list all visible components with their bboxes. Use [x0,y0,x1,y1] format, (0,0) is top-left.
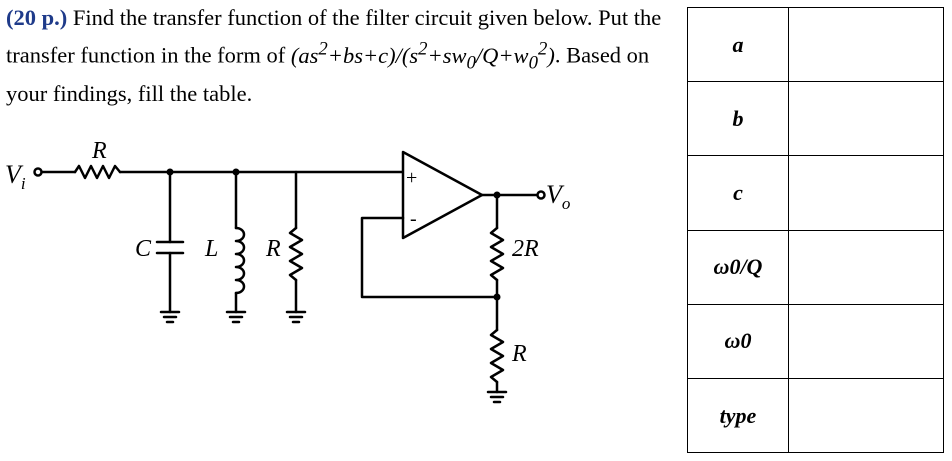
answer-cell-b[interactable] [788,81,944,157]
transfer-function-form: (as2+bs+c)/(s2+sw0/Q+w02) [290,38,555,73]
inductor-coil [234,226,246,295]
vo-label: Vo [546,180,570,213]
answer-cell-a[interactable] [788,6,944,83]
table-row: ω0/Q [687,229,944,305]
ground-symbol-divider [486,390,508,404]
op-amp-plus-label: + [406,167,417,189]
ground-r-label: R [511,341,527,367]
vi-label: Vi [5,160,26,193]
feedback-2r-label: 2R [512,236,539,262]
feedback-resistor-2r [489,226,505,282]
problem-points: (20 p.) [6,5,68,30]
series-resistor [73,164,122,180]
row-label-a: a [687,6,789,83]
op-amp-triangle [401,150,484,240]
series-r-label: R [91,138,107,164]
capacitor-label: C [135,236,152,262]
ground-symbol-l [225,310,247,324]
row-label-w0: ω0 [687,303,789,379]
inductor-label: L [204,236,218,262]
answer-table: a b c ω0/Q ω0 type [687,6,944,454]
shunt-resistor [288,226,304,282]
problem-statement: (20 p.) Find the transfer function of th… [6,2,666,109]
filter-circuit-diagram: Vi Vo R C L R 2R R + - [5,138,570,404]
ground-resistor-r [489,328,505,384]
op-amp-minus-label: - [410,208,417,230]
table-row: b [687,81,944,157]
answer-cell-w0[interactable] [788,303,944,379]
table-row: a [687,6,944,83]
answer-cell-w0-over-q[interactable] [788,229,944,305]
ground-symbol-c [159,310,181,324]
shunt-r-label: R [265,236,281,262]
row-label-c: c [687,155,789,231]
problem-text-part-2: . Based on your findings, fill the table… [6,42,650,107]
vi-terminal [33,167,43,177]
row-label-type: type [687,377,789,454]
vo-terminal [536,190,546,200]
row-label-b: b [687,81,789,157]
answer-cell-type[interactable] [788,377,944,454]
table-row: c [687,155,944,231]
problem-text-part-1: Find the transfer function of the filter… [6,5,662,68]
junction-dots [166,168,501,301]
table-row: type [687,377,944,454]
answer-cell-c[interactable] [788,155,944,231]
table-row: ω0 [687,303,944,379]
ground-symbol-r [285,310,307,324]
row-label-w0-over-q: ω0/Q [687,229,789,305]
